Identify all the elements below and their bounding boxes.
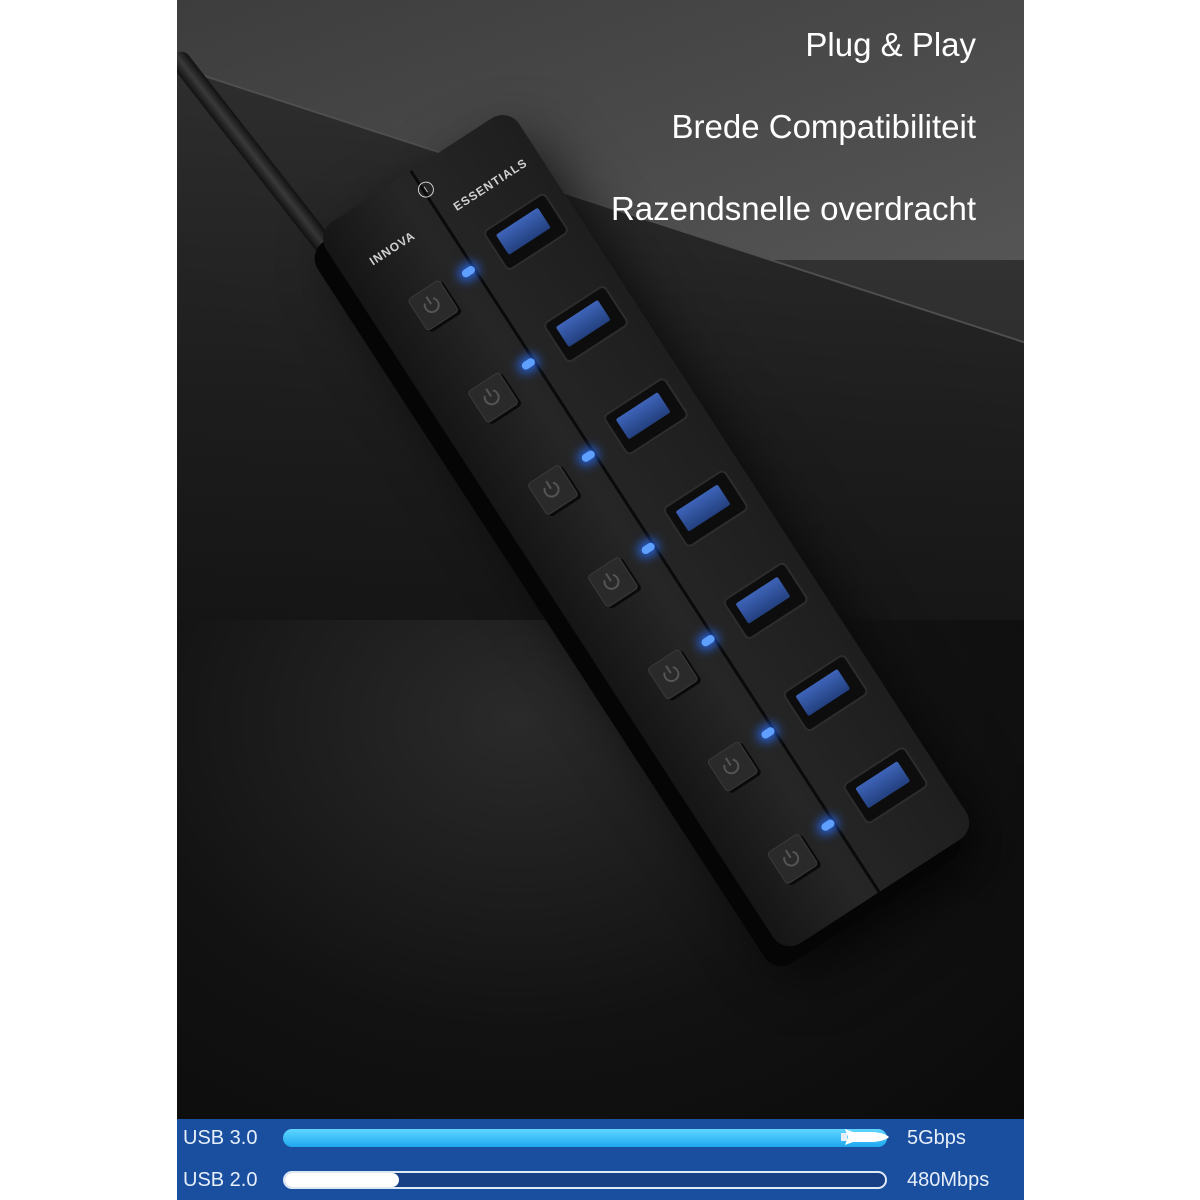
- power-button-5[interactable]: [646, 648, 700, 701]
- power-button-4[interactable]: [586, 555, 640, 609]
- led-indicator-3: [580, 448, 597, 464]
- usb-port-3[interactable]: [601, 376, 691, 457]
- feature-plug-and-play: Plug & Play: [805, 26, 976, 63]
- product-image-frame: INNOVA I ESSENTIALS: [177, 0, 1024, 1200]
- led-indicator-2: [520, 356, 537, 372]
- led-indicator-7: [819, 817, 836, 833]
- speed-row-usb2: USB 2.0 480Mbps: [177, 1163, 1024, 1199]
- power-icon: [420, 293, 443, 317]
- usb-port-7[interactable]: [841, 745, 930, 826]
- led-indicator-6: [759, 725, 777, 741]
- led-indicator-4: [640, 541, 657, 556]
- usb-port-2[interactable]: [541, 283, 631, 365]
- led-indicator-1: [460, 264, 477, 279]
- power-button-1[interactable]: [406, 279, 460, 332]
- power-button-6[interactable]: [706, 740, 759, 793]
- feature-fast-transfer: Razendsnelle overdracht: [610, 190, 976, 227]
- usb-port-contacts: [795, 668, 851, 717]
- feature-list: Plug & Play Brede Compatibiliteit Razend…: [611, 20, 976, 266]
- power-icon: [720, 755, 743, 778]
- usb-port-contacts: [675, 484, 731, 532]
- power-icon: [660, 662, 683, 686]
- speed-value-usb2: 480Mbps: [907, 1169, 990, 1191]
- power-icon: [540, 478, 563, 501]
- speed-comparison-panel: USB 3.0 5Gbps USB 2.0 480Mbps: [177, 1119, 1024, 1200]
- power-icon: [780, 847, 803, 870]
- usb-port-contacts: [855, 761, 911, 809]
- speed-label-usb2: USB 2.0: [183, 1169, 258, 1191]
- power-button-7[interactable]: [766, 832, 819, 886]
- usb-port-6[interactable]: [781, 652, 870, 734]
- speed-bar-usb3: [283, 1129, 887, 1147]
- speed-row-usb3: USB 3.0 5Gbps: [177, 1121, 1024, 1157]
- usb-port-contacts: [735, 576, 791, 624]
- usb-port-contacts: [615, 392, 671, 440]
- usb-port-contacts: [495, 207, 551, 255]
- feature-compatibility: Brede Compatibiliteit: [671, 108, 976, 145]
- usb-port-1[interactable]: [481, 191, 571, 273]
- speed-bar-usb2: [283, 1171, 887, 1189]
- power-icon: [480, 386, 503, 409]
- usb-port-4[interactable]: [661, 468, 750, 549]
- rocket-icon: [841, 1129, 889, 1145]
- speed-label-usb3: USB 3.0: [183, 1127, 258, 1149]
- speed-value-usb3: 5Gbps: [907, 1127, 966, 1149]
- speed-bar-usb2-fill: [285, 1173, 399, 1187]
- power-button-3[interactable]: [526, 463, 580, 517]
- usb-port-contacts: [555, 299, 611, 348]
- power-icon: [600, 570, 623, 593]
- brand-name-right: ESSENTIALS: [450, 155, 530, 214]
- power-button-2[interactable]: [466, 371, 520, 424]
- brand-name-left: INNOVA: [366, 228, 418, 269]
- led-indicator-5: [700, 633, 717, 648]
- usb-port-5[interactable]: [721, 560, 810, 642]
